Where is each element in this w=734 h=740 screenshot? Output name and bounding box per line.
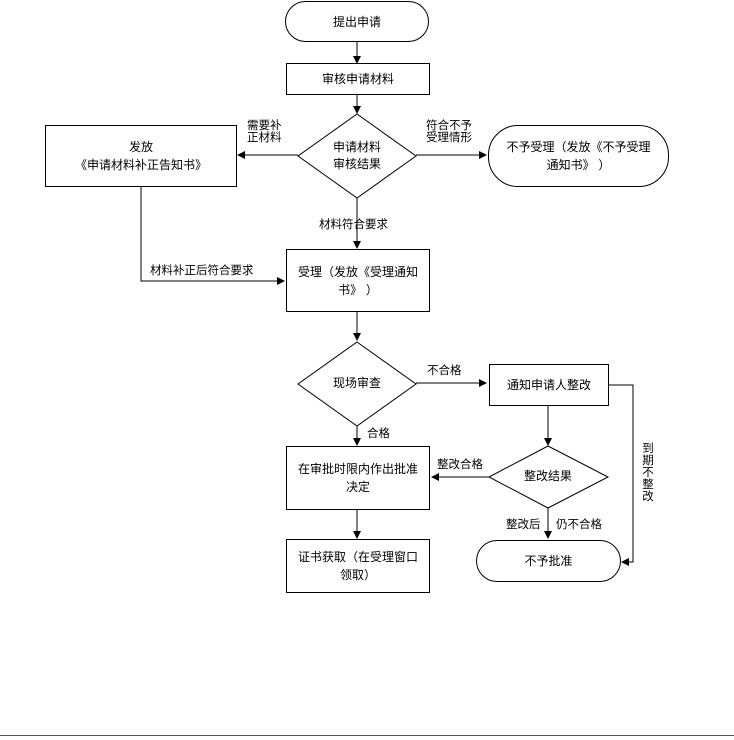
label-unqualified: 不合格 <box>427 363 462 377</box>
label-still-unqualified: 仍不合格 <box>556 517 602 531</box>
certificate-line1: 证书获取（在受理窗口 <box>297 550 418 564</box>
accept-box: 受理（发放《受理通知 书》 ） <box>286 249 430 312</box>
need-supplement-line1: 需要补 <box>247 118 282 132</box>
start-terminator: 提出申请 <box>285 1 429 42</box>
not-accept-line1: 符合不予 <box>426 118 472 132</box>
fix-result-diamond <box>487 445 610 509</box>
supplement-line2: 《申请材料补正告知书》 <box>74 158 207 172</box>
review-result-line1: 申请材料 <box>332 140 381 154</box>
label-not-accept: 符合不予 受理情形 <box>426 119 472 143</box>
fix-result-text: 整改结果 <box>508 468 588 485</box>
onsite-review-label: 现场审查 <box>332 376 381 390</box>
label-after-fix: 整改后 <box>506 517 541 531</box>
label-fix-qualified: 整改合格 <box>437 457 483 471</box>
label-after-supplement: 材料补正后符合要求 <box>150 263 254 277</box>
review-materials-label: 审核申请材料 <box>321 72 394 86</box>
review-result-line2: 审核结果 <box>332 157 381 171</box>
onsite-review-diamond <box>297 341 417 427</box>
accept-line1: 受理（发放《受理通知 <box>297 264 418 279</box>
approval-decision-box: 在审批时限内作出批准 决定 <box>286 446 430 510</box>
need-supplement-line2: 正材料 <box>247 130 282 144</box>
label-qualified: 合格 <box>367 426 390 440</box>
certificate-box: 证书获取（在受理窗口 领取） <box>286 539 430 593</box>
reject-line2: 通知书》 ） <box>546 158 611 172</box>
label-materials-ok: 材料符合要求 <box>319 217 388 231</box>
bottom-divider <box>0 735 734 736</box>
fix-result-label: 整改结果 <box>523 469 572 483</box>
supplement-line1: 发放 <box>128 140 153 154</box>
decision-line1: 在审批时限内作出批准 <box>297 462 418 476</box>
decision-line2: 决定 <box>345 480 370 494</box>
label-overdue-no-fix: 到期不整改 <box>642 441 654 503</box>
review-result-diamond <box>297 113 417 199</box>
not-accept-line2: 受理情形 <box>426 130 472 144</box>
onsite-review-text: 现场审查 <box>317 375 397 392</box>
not-approved-terminator: 不予批准 <box>476 540 621 582</box>
start-label: 提出申请 <box>332 14 381 29</box>
supplement-notice-box: 发放 《申请材料补正告知书》 <box>45 125 237 187</box>
label-need-supplement: 需要补 正材料 <box>247 119 282 143</box>
reject-line1: 不予受理（发放《不予受理 <box>506 140 651 154</box>
arrow-notify-to-notapproved <box>609 384 634 566</box>
review-materials-box: 审核申请材料 <box>286 63 430 95</box>
not-approved-label: 不予批准 <box>524 554 573 568</box>
certificate-line2: 领取） <box>339 568 376 582</box>
notify-fix-label: 通知申请人整改 <box>506 378 591 392</box>
not-accepted-terminator: 不予受理（发放《不予受理 通知书》 ） <box>488 125 669 187</box>
accept-line2: 书》 ） <box>338 282 378 297</box>
arrow-supplement-to-accept <box>140 187 285 285</box>
notify-fix-box: 通知申请人整改 <box>489 364 609 406</box>
review-result-text: 申请材料 审核结果 <box>317 139 397 173</box>
